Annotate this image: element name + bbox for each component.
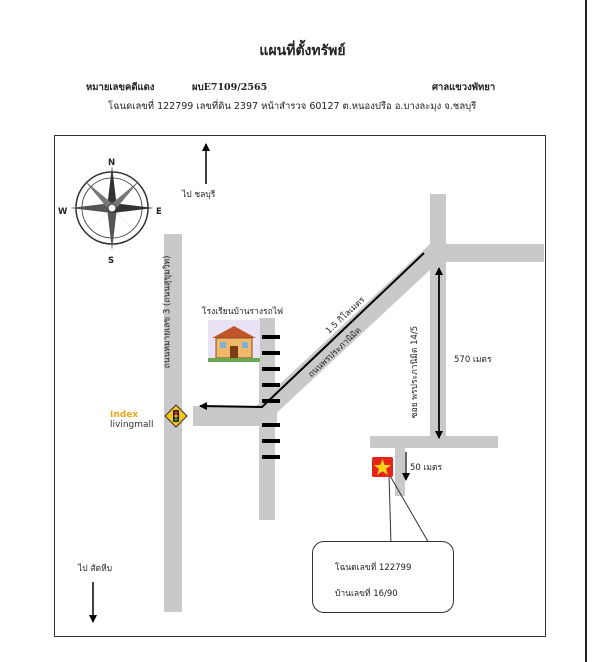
- label-highway: ถนนหมายเลข 3 (ถนนสุขุมวิท): [162, 255, 173, 369]
- label-570m: 570 เมตร: [454, 355, 492, 365]
- callout-deed: โฉนดเลขที่ 122799: [335, 563, 412, 573]
- label-to-sattahip: ไป สัตหีบ: [78, 564, 113, 574]
- index-logo-line2: livingmall: [110, 420, 154, 430]
- compass-south: S: [108, 256, 115, 266]
- callout-house-number: บ้านเลขที่ 16/90: [335, 589, 398, 599]
- page-title: แผนที่ตั้งทรัพย์: [259, 43, 346, 59]
- compass-north: N: [108, 158, 116, 168]
- traffic-light-icon: [164, 404, 188, 428]
- route-line: [199, 252, 425, 411]
- map-frame: [54, 135, 546, 637]
- label-soi: ซอย พรประภานิมิต 14/5: [410, 325, 421, 419]
- case-label: หมายเลขคดีแดง: [86, 82, 155, 93]
- label-50m: 50 เมตร: [410, 463, 443, 473]
- case-number: ผบE7109/2565: [192, 82, 268, 93]
- index-logo-line1: Index: [110, 410, 139, 420]
- compass-west: W: [58, 207, 68, 217]
- road-east: [438, 244, 544, 262]
- school-building-icon: [208, 320, 260, 362]
- property-marker: [372, 457, 393, 477]
- court-name: ศาลแขวงพัทยา: [432, 82, 496, 93]
- label-school: โรงเรียนบ้านรางรถไฟ: [202, 307, 284, 317]
- label-to-chonburi: ไป ชลบุรี: [182, 190, 216, 200]
- compass-east: E: [156, 207, 162, 217]
- star-icon: [374, 459, 391, 475]
- deed-line: โฉนดเลขที่ 122799 เลขที่ดิน 2397 หน้าสำร…: [108, 101, 477, 112]
- page-edge-line: [585, 0, 587, 662]
- property-callout: โฉนดเลขที่ 122799 บ้านเลขที่ 16/90: [312, 541, 454, 613]
- road-soi-stub: [395, 444, 405, 496]
- compass-rose-icon: [70, 166, 154, 250]
- callout-pointer: [388, 473, 392, 546]
